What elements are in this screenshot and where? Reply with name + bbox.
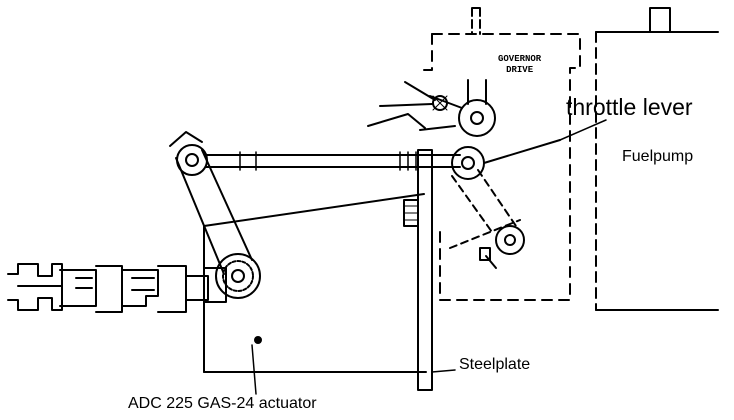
actuator-lever-arm	[169, 131, 261, 299]
lower-lever-end	[479, 225, 525, 269]
governor-drive-label: GOVERNOR DRIVE	[498, 54, 541, 76]
actuator-body	[203, 193, 427, 395]
throttle-lever-label: throttle lever	[566, 94, 693, 120]
governor-nut	[367, 81, 448, 129]
steelplate-label: Steelplate	[459, 356, 531, 373]
actuator-coupling	[7, 263, 209, 313]
steelplate	[403, 149, 456, 391]
governor-label-line1: GOVERNOR	[498, 54, 542, 64]
fuelpump-housing	[595, 7, 719, 311]
connecting-rod	[205, 151, 461, 171]
governor-drive-housing	[419, 33, 581, 301]
governor-pivot	[419, 95, 496, 137]
governor-label-line2: DRIVE	[506, 65, 534, 75]
throttle-lever-swing	[449, 169, 521, 249]
actuator-label: ADC 225 GAS-24 actuator	[128, 395, 317, 412]
rod-end	[451, 119, 607, 180]
fuelpump-label: Fuelpump	[622, 148, 694, 165]
governor-top-stem	[467, 7, 487, 105]
